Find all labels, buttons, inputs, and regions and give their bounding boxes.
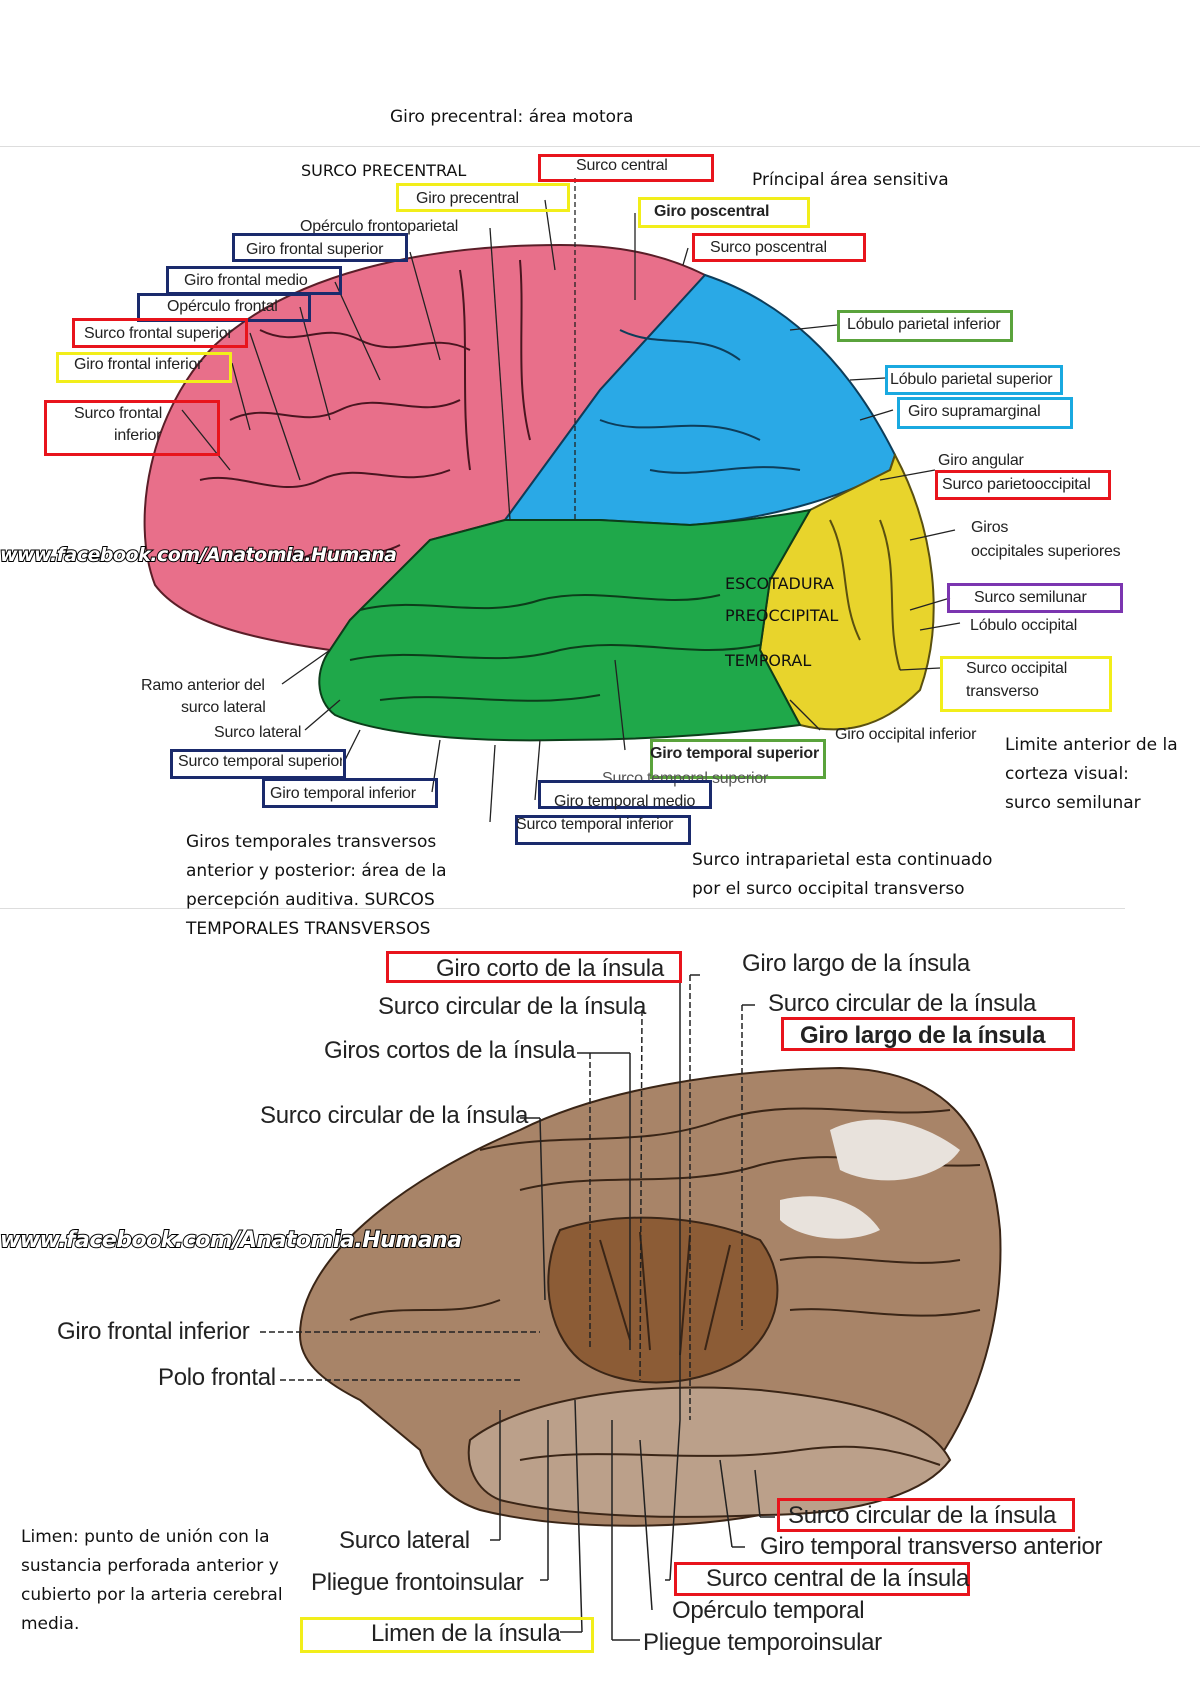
label-giro-temporal-transverso: Giro temporal transverso anterior	[760, 1533, 1102, 1561]
label-surco-circular-1: Surco circular de la ínsula	[378, 993, 646, 1021]
note-visual-cortex-limit: Limite anterior de la corteza visual: su…	[1005, 731, 1180, 818]
label-surco-central: Surco central	[576, 157, 668, 175]
label-giros-occipitales-1: Giros	[971, 519, 1008, 537]
label-surco-occipital-2: transverso	[966, 683, 1039, 701]
label-surco-frontal-inferior-2: inferior	[114, 427, 161, 445]
label-surco-poscentral: Surco poscentral	[710, 239, 827, 257]
label-lobulo-parietal-inferior: Lóbulo parietal inferior	[847, 316, 1001, 334]
label-surco-frontal-inferior-1: Surco frontal	[74, 405, 162, 423]
label-giro-temporal-inferior-upper: Giro temporal inferior	[270, 785, 416, 803]
label-giro-poscentral: Giro poscentral	[654, 203, 769, 221]
label-surco-frontal-superior: Surco frontal superior	[84, 325, 233, 343]
label-surco-circular-4: Surco circular de la ínsula	[788, 1502, 1056, 1530]
label-lobulo-occipital: Lóbulo occipital	[970, 617, 1077, 635]
label-surco-precentral: SURCO PRECENTRAL	[301, 156, 466, 185]
note-intraparietal-sulcus: Surco intraparietal esta continuado por …	[692, 846, 1022, 904]
label-surco-lateral: Surco lateral	[214, 724, 301, 742]
note-limen-definition: Limen: punto de unión con la sustancia p…	[21, 1523, 306, 1639]
note-precentral-motor-area: Giro precentral: área motora	[390, 103, 633, 132]
label-giro-supramarginal: Giro supramarginal	[908, 403, 1040, 421]
watermark-upper: www.facebook.com/Anatomia.Humana	[0, 544, 396, 566]
label-escotadura-2: PREOCCIPITAL	[725, 605, 838, 627]
label-giros-occipitales-2: occipitales superiores	[971, 543, 1120, 561]
label-lobulo-parietal-superior: Lóbulo parietal superior	[890, 371, 1052, 389]
label-giro-angular: Giro angular	[938, 452, 1024, 470]
label-surco-lateral-lower: Surco lateral	[339, 1527, 470, 1555]
label-giro-largo-2: Giro largo de la ínsula	[800, 1022, 1045, 1050]
watermark-lower: www.facebook.com/Anatomia.Humana	[0, 1228, 462, 1253]
label-pliegue-frontoinsular: Pliegue frontoinsular	[311, 1569, 524, 1597]
note-principal-sensory-area: Príncipal área sensitiva	[752, 166, 949, 195]
label-limen: Limen de la ínsula	[371, 1620, 560, 1648]
label-polo-frontal: Polo frontal	[158, 1364, 276, 1392]
label-giro-corto: Giro corto de la ínsula	[436, 955, 664, 983]
label-giro-occipital-inferior: Giro occipital inferior	[835, 726, 976, 744]
label-giros-cortos: Giros cortos de la ínsula	[324, 1037, 575, 1065]
label-giro-frontal-medio: Giro frontal medio	[184, 272, 308, 290]
label-operculo-frontal: Opérculo frontal	[167, 298, 278, 316]
label-surco-occipital-1: Surco occipital	[966, 660, 1067, 678]
label-temporal: TEMPORAL	[725, 650, 811, 672]
label-giro-precentral: Giro precentral	[416, 190, 519, 208]
label-giro-frontal-inferior: Giro frontal inferior	[74, 356, 202, 374]
label-surco-circular-3: Surco circular de la ínsula	[260, 1102, 528, 1130]
label-giro-largo-1: Giro largo de la ínsula	[742, 950, 970, 978]
label-surco-temporal-superior: Surco temporal superior	[178, 753, 342, 771]
label-surco-circular-2: Surco circular de la ínsula	[768, 990, 1036, 1018]
label-giro-temporal-medio: Giro temporal medio	[554, 793, 695, 811]
label-surco-parietooccipital: Surco parietooccipital	[942, 476, 1091, 494]
label-escotadura-1: ESCOTADURA	[725, 573, 834, 595]
label-giro-frontal-superior: Giro frontal superior	[246, 241, 383, 259]
label-surco-temporal-inferior: Surco temporal inferior	[516, 816, 673, 834]
label-operculo-temporal: Opérculo temporal	[672, 1597, 864, 1625]
label-pliegue-temporoinsular: Pliegue temporoinsular	[643, 1629, 882, 1657]
label-surco-semilunar: Surco semilunar	[974, 589, 1087, 607]
label-giro-frontal-inferior-lower: Giro frontal inferior	[57, 1318, 249, 1346]
insula	[548, 1218, 777, 1383]
label-ramo-anterior-2: surco lateral	[181, 699, 266, 717]
label-surco-central-insula: Surco central de la ínsula	[706, 1565, 969, 1593]
label-giro-temporal-superior: Giro temporal superior	[650, 745, 819, 763]
label-ramo-anterior-1: Ramo anterior del	[141, 677, 265, 695]
note-auditory-area: Giros temporales transversos anterior y …	[186, 828, 471, 944]
